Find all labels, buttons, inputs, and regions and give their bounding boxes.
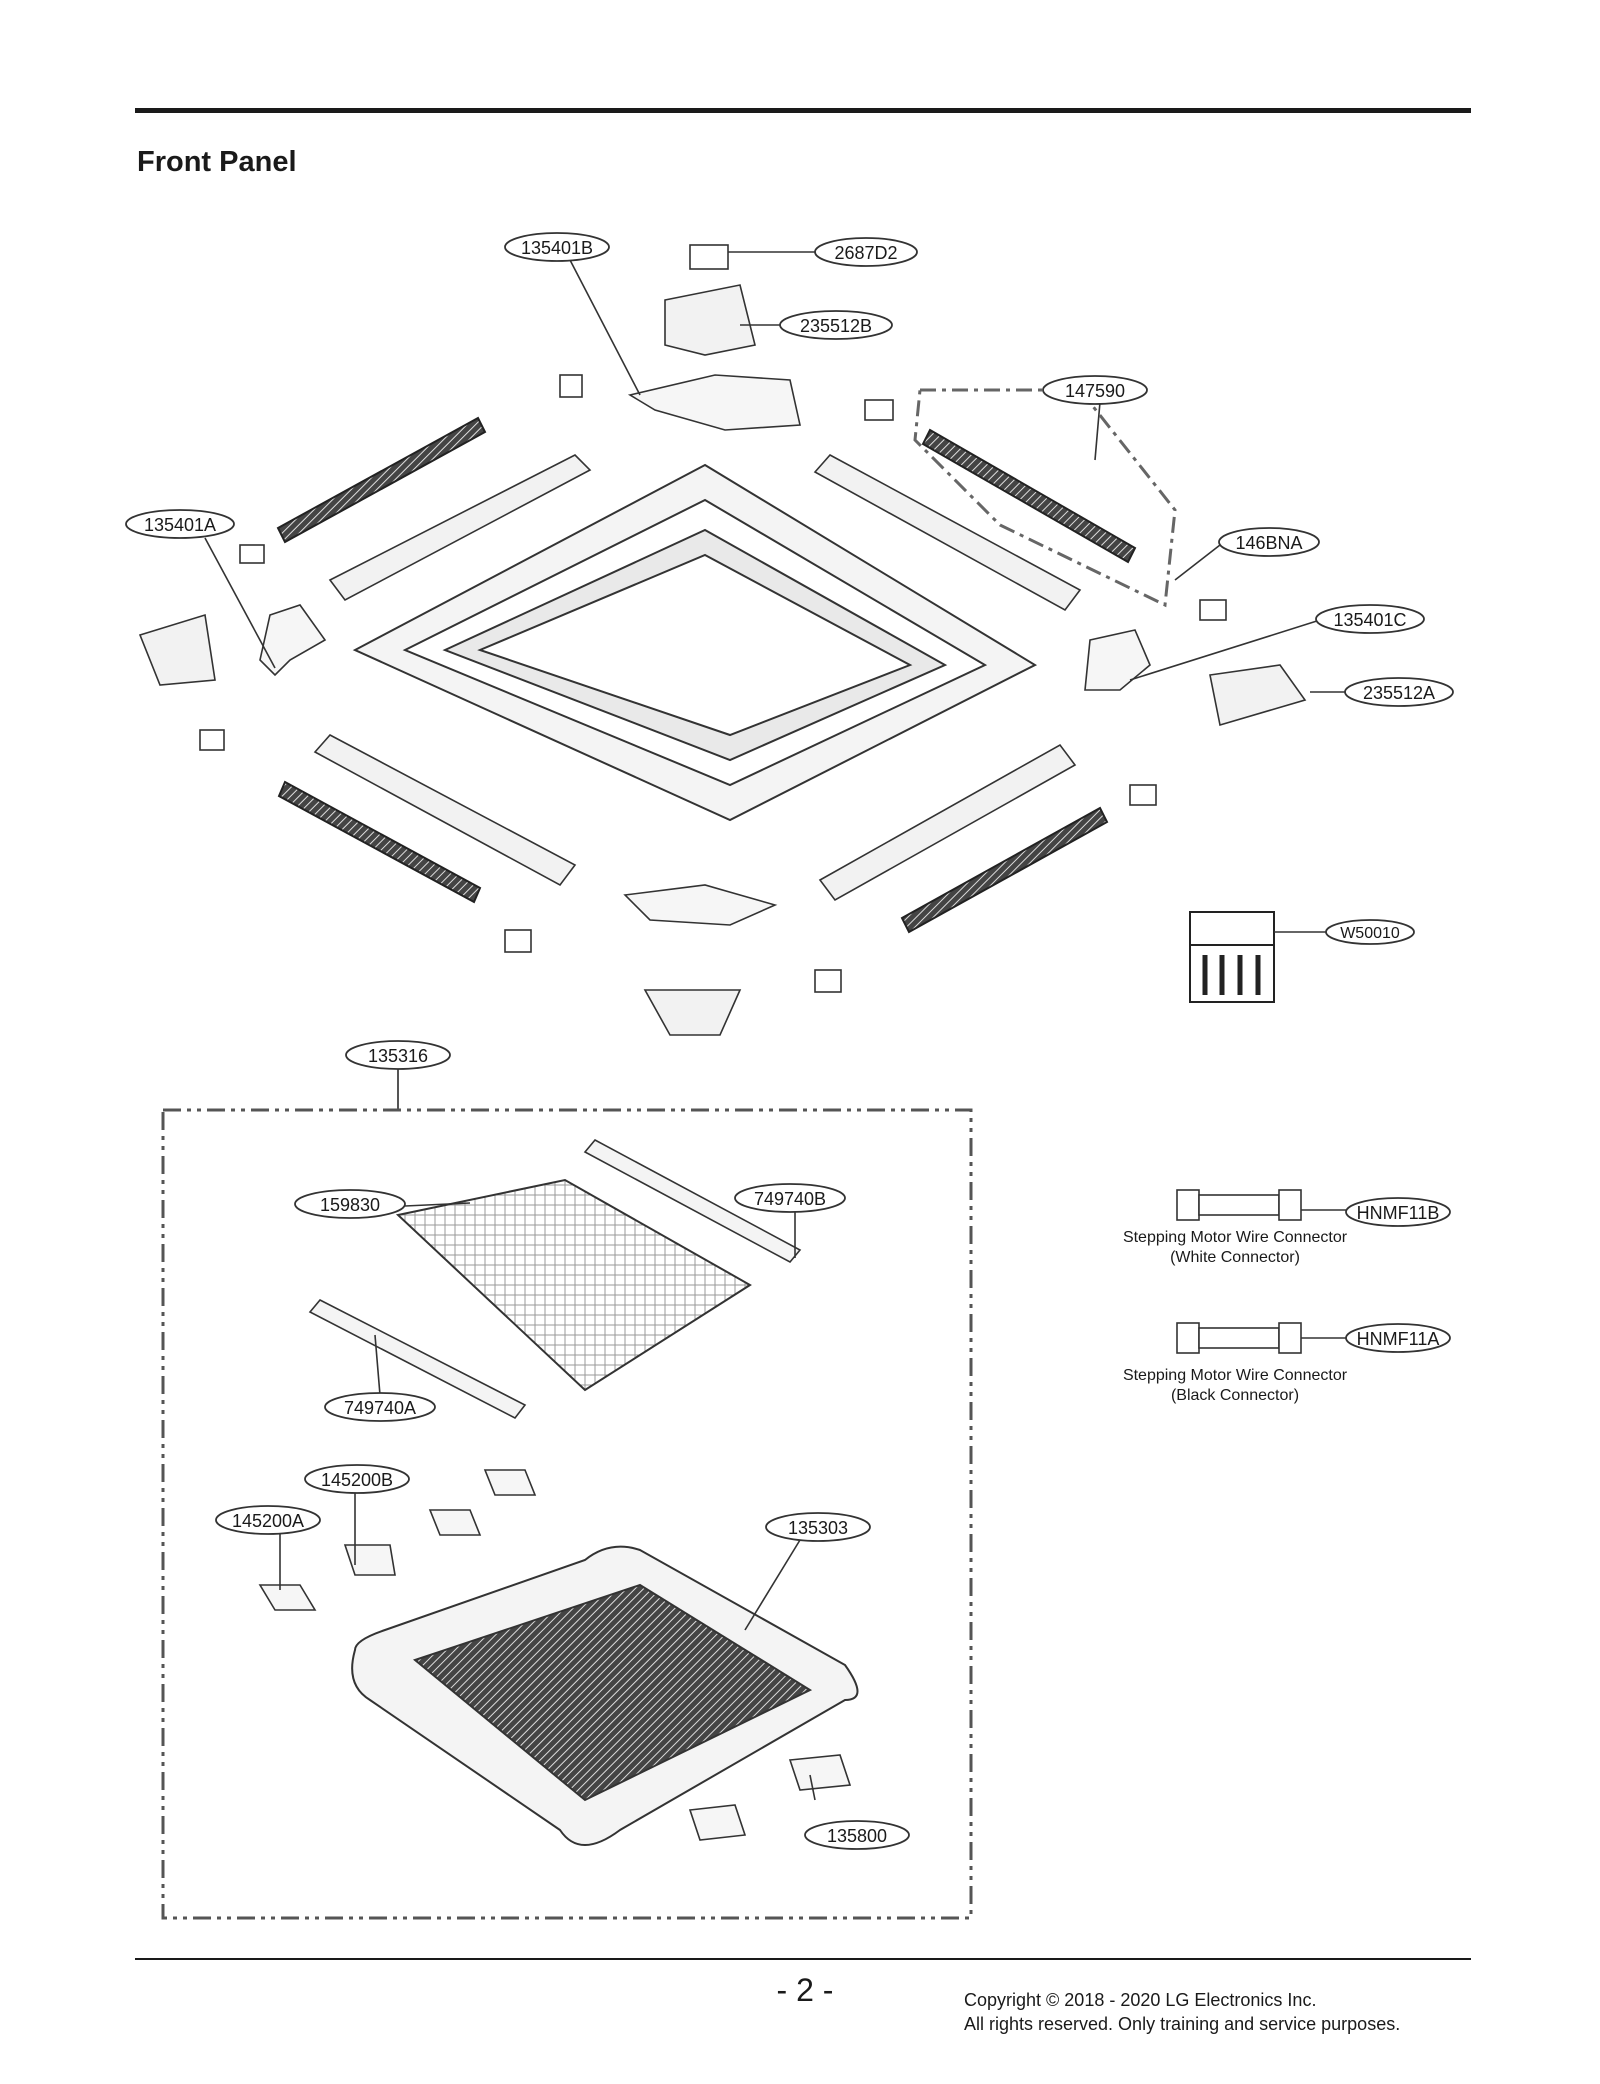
callout-135401A: 135401A	[144, 515, 216, 535]
callout-235512B: 235512B	[800, 316, 872, 336]
wire-connector-black	[1176, 1322, 1355, 1354]
inlet-grille	[351, 1545, 859, 1846]
small-connectors	[199, 244, 1227, 993]
callout-135800: 135800	[827, 1826, 887, 1846]
caption-black-line1: Stepping Motor Wire Connector	[1122, 1367, 1348, 1384]
brackets	[259, 374, 1151, 926]
callout-159830: 159830	[320, 1195, 380, 1215]
bottom-rule	[135, 1958, 1471, 1960]
callout-147590: 147590	[1065, 381, 1125, 401]
callout-135303: 135303	[788, 1518, 848, 1538]
caption-black-connector: Stepping Motor Wire Connector (Black Con…	[1100, 1366, 1370, 1406]
w50010-part	[1189, 911, 1275, 1003]
top-rule	[135, 108, 1471, 113]
dashed-box-135316	[161, 1108, 973, 1920]
callout-145200A: 145200A	[232, 1511, 304, 1531]
corner-covers	[138, 284, 1307, 1036]
caption-white-line2: (White Connector)	[1170, 1249, 1300, 1266]
callout-135401C: 135401C	[1333, 610, 1406, 630]
callout-HNMF11B: HNMF11B	[1357, 1203, 1440, 1223]
callout-135316: 135316	[368, 1046, 428, 1066]
panel-frame	[352, 463, 1038, 822]
callout-W50010: W50010	[1340, 925, 1400, 942]
copyright-notice: Copyright © 2018 - 2020 LG Electronics I…	[964, 1988, 1400, 2036]
callout-135401B: 135401B	[521, 238, 593, 258]
page-number: - 2 -	[776, 1972, 834, 2008]
filter	[395, 1178, 752, 1392]
frame-rails	[313, 453, 1082, 902]
louvers	[276, 416, 1137, 934]
filter-guides	[308, 1138, 802, 1420]
caption-white-line1: Stepping Motor Wire Connector	[1122, 1229, 1348, 1246]
leader-lines-lower	[279, 1202, 816, 1801]
callout-749740A: 749740A	[344, 1398, 416, 1418]
callout-2687D2: 2687D2	[834, 243, 897, 263]
clips	[258, 1469, 852, 1841]
copyright-line1: Copyright © 2018 - 2020 LG Electronics I…	[964, 1990, 1317, 2010]
caption-white-connector: Stepping Motor Wire Connector (White Con…	[1100, 1228, 1370, 1268]
callout-145200B: 145200B	[321, 1470, 393, 1490]
callout-749740B: 749740B	[754, 1189, 826, 1209]
copyright-line2: All rights reserved. Only training and s…	[964, 2014, 1401, 2034]
caption-black-line2: (Black Connector)	[1170, 1387, 1300, 1404]
callout-235512A: 235512A	[1363, 683, 1435, 703]
callout-146BNA: 146BNA	[1235, 533, 1302, 553]
page-title: Front Panel	[137, 146, 297, 178]
wire-connector-white	[1176, 1189, 1355, 1221]
callout-HNMF11A: HNMF11A	[1357, 1329, 1440, 1349]
